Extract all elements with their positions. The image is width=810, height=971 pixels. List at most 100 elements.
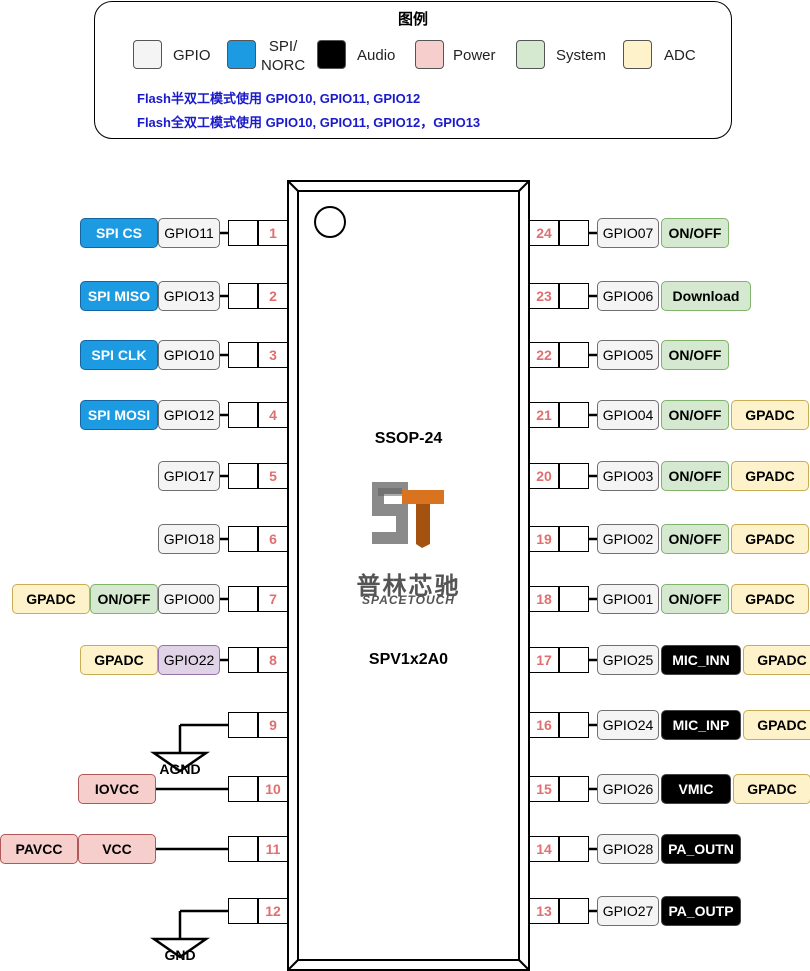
pin-box <box>228 836 258 862</box>
legend-swatch-spi <box>227 40 256 69</box>
pin-tag: ON/OFF <box>661 524 729 554</box>
pin-tag: SPI CS <box>80 218 158 248</box>
pin-number: 14 <box>536 841 552 857</box>
pin-tag: GPIO18 <box>158 524 220 554</box>
pin-box <box>559 283 589 309</box>
pin-number: 6 <box>269 531 277 547</box>
pin-box <box>529 402 559 428</box>
ground-symbol-icon <box>149 751 211 773</box>
pin-tag: PAVCC <box>0 834 78 864</box>
pin-tag: GPIO04 <box>597 400 659 430</box>
pin-box <box>258 342 288 368</box>
pin-number: 20 <box>536 468 552 484</box>
flash-note-full-duplex: Flash全双工模式使用 GPIO10, GPIO11, GPIO12，GPIO… <box>137 115 481 130</box>
pin-number: 13 <box>536 903 552 919</box>
pin-number: 10 <box>265 781 281 797</box>
pin-box <box>529 898 559 924</box>
pin-box <box>228 402 258 428</box>
pin-number: 3 <box>269 347 277 363</box>
legend-label-spi: SPI/ NORC <box>261 38 306 74</box>
pin-tag: ON/OFF <box>661 218 729 248</box>
pin-tag: GPIO10 <box>158 340 220 370</box>
pin-box <box>258 898 288 924</box>
pin-box <box>559 647 589 673</box>
pin-box <box>228 776 258 802</box>
ground-label: GND <box>164 947 196 963</box>
pin-tag: GPADC <box>731 461 809 491</box>
pin-tag: GPADC <box>733 774 810 804</box>
pin-number: 24 <box>536 225 552 241</box>
pin-box <box>258 647 288 673</box>
pin-tag: GPIO11 <box>158 218 220 248</box>
pin-tag: GPIO27 <box>597 896 659 926</box>
pin-box <box>529 776 559 802</box>
pin-box <box>258 402 288 428</box>
pin-box <box>559 836 589 862</box>
pin-number: 7 <box>269 591 277 607</box>
pin-tag: PA_OUTN <box>661 834 741 864</box>
pin-tag: VMIC <box>661 774 731 804</box>
pin-tag: GPIO24 <box>597 710 659 740</box>
pin-box <box>529 342 559 368</box>
pin-number: 21 <box>536 407 552 423</box>
pin-box <box>258 220 288 246</box>
pin-box <box>529 526 559 552</box>
pin-box <box>529 647 559 673</box>
pin-box <box>228 586 258 612</box>
pin-number: 17 <box>536 652 552 668</box>
pin-box <box>559 526 589 552</box>
package-label: SSOP-24 <box>374 430 443 447</box>
pin-box <box>559 220 589 246</box>
pin-tag: IOVCC <box>78 774 156 804</box>
pin-tag: GPADC <box>731 524 809 554</box>
pin-tag: ON/OFF <box>661 584 729 614</box>
pin-tag: GPIO01 <box>597 584 659 614</box>
pin-tag: ON/OFF <box>90 584 158 614</box>
legend-title: 图例 <box>397 11 428 28</box>
legend-swatch-audio <box>317 40 346 69</box>
pin-number: 16 <box>536 717 552 733</box>
flash-note-half-duplex: Flash半双工模式使用 GPIO10, GPIO11, GPIO12 <box>137 91 421 106</box>
pin-box <box>559 463 589 489</box>
pin-box <box>258 776 288 802</box>
pin-tag: GPIO06 <box>597 281 659 311</box>
legend-label-adc: ADC <box>664 47 696 64</box>
legend-box: 图例 GPIO SPI/ NORC Audio Power System ADC… <box>94 1 732 139</box>
pin-tag: GPIO28 <box>597 834 659 864</box>
pin-box <box>258 283 288 309</box>
pin-box <box>529 586 559 612</box>
pin-box <box>258 526 288 552</box>
pin-box <box>559 712 589 738</box>
pin-number: 5 <box>269 468 277 484</box>
pin-tag: PA_OUTP <box>661 896 741 926</box>
pin-tag: GPIO13 <box>158 281 220 311</box>
pin-number: 22 <box>536 347 552 363</box>
pin-tag: GPADC <box>80 645 158 675</box>
pin-tag: GPADC <box>12 584 90 614</box>
pin-box <box>258 463 288 489</box>
pin-tag: GPADC <box>731 400 809 430</box>
brand-en: SPACETOUCH <box>362 593 455 607</box>
pin-tag: GPADC <box>743 710 810 740</box>
pin-number: 9 <box>269 717 277 733</box>
legend-swatch-system <box>516 40 545 69</box>
legend-label-gpio: GPIO <box>173 47 211 64</box>
pin-number: 8 <box>269 652 277 668</box>
pin-box <box>228 463 258 489</box>
pin-tag: GPIO22 <box>158 645 220 675</box>
pin-box <box>529 712 559 738</box>
pin-tag: VCC <box>78 834 156 864</box>
pin-tag: GPIO07 <box>597 218 659 248</box>
pin-box <box>228 342 258 368</box>
pin-box <box>559 402 589 428</box>
pin-box <box>228 898 258 924</box>
pin-box <box>559 342 589 368</box>
pin-box <box>529 836 559 862</box>
pin-tag: GPADC <box>731 584 809 614</box>
ground-label: AGND <box>159 761 201 777</box>
pin-number: 19 <box>536 531 552 547</box>
pin-number: 2 <box>269 288 277 304</box>
pin-box <box>559 586 589 612</box>
pin-tag: MIC_INP <box>661 710 741 740</box>
